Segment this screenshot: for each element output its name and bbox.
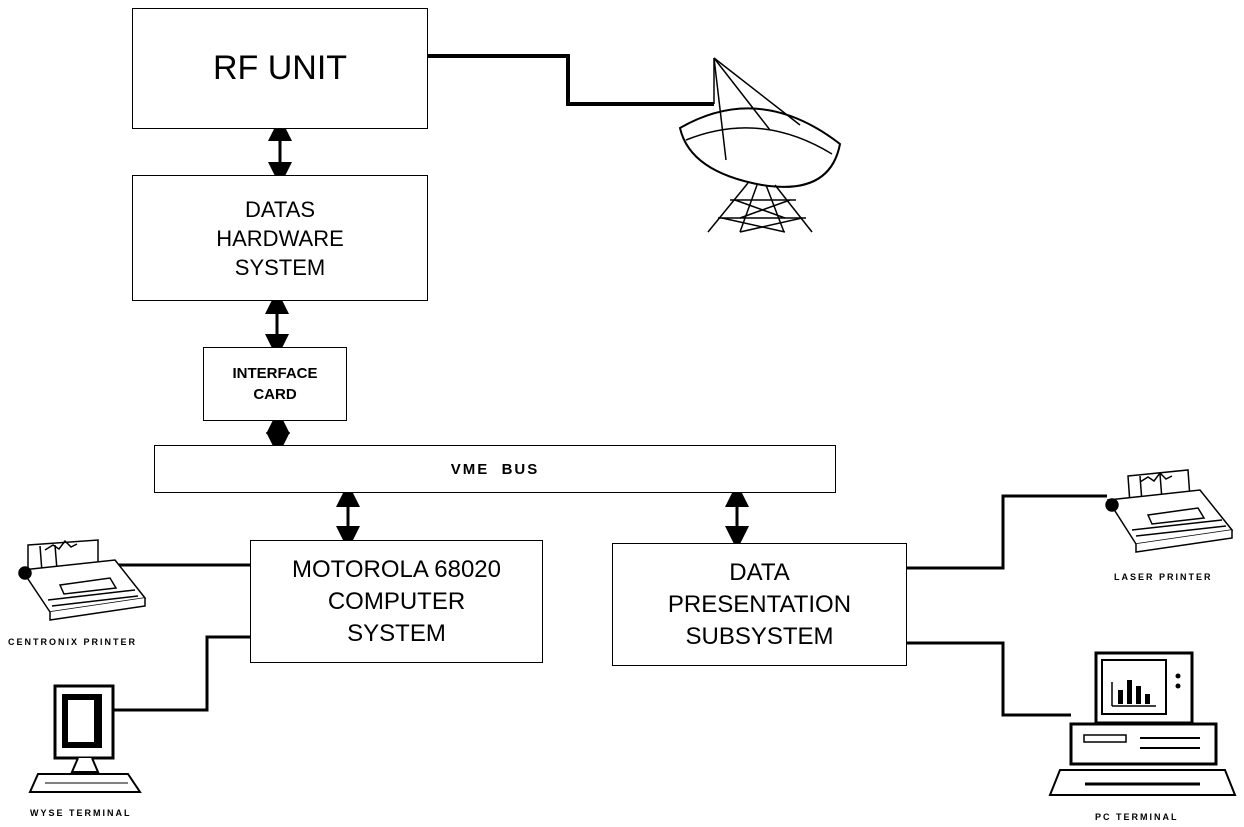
wyse-terminal-label: WYSE TERMINAL xyxy=(30,808,132,818)
laser-printer-label: LASER PRINTER xyxy=(1114,572,1213,582)
satellite-dish-icon xyxy=(680,58,840,232)
motorola-line-1: MOTOROLA 68020 xyxy=(292,554,501,586)
laser-cable xyxy=(907,496,1107,568)
interface-card-block: INTERFACE CARD xyxy=(203,347,347,421)
terminal-icon xyxy=(30,686,140,792)
wyse-cable xyxy=(113,637,250,710)
data-presentation-block: DATA PRESENTATION SUBSYSTEM xyxy=(612,543,907,666)
printer-icon xyxy=(1106,470,1232,552)
motorola-computer-block: MOTOROLA 68020 COMPUTER SYSTEM xyxy=(250,540,543,663)
vme-bus-block: VME BUS xyxy=(154,445,836,493)
datas-hardware-block: DATAS HARDWARE SYSTEM xyxy=(132,175,428,301)
motorola-line-2: COMPUTER xyxy=(328,586,465,618)
rf-unit-block: RF UNIT xyxy=(132,8,428,129)
pc-terminal-label: PC TERMINAL xyxy=(1095,812,1179,822)
data-presentation-line-1: DATA xyxy=(729,557,789,589)
interface-card-line-2: CARD xyxy=(253,384,296,405)
motorola-line-3: SYSTEM xyxy=(347,618,446,650)
printer-icon xyxy=(19,540,145,620)
pc-cable xyxy=(907,643,1071,715)
pc-icon xyxy=(1050,653,1235,795)
rf-unit-label: RF UNIT xyxy=(213,49,347,88)
datas-hardware-line-3: SYSTEM xyxy=(235,253,325,282)
data-presentation-line-3: SUBSYSTEM xyxy=(685,621,833,653)
data-presentation-line-2: PRESENTATION xyxy=(668,589,851,621)
interface-card-line-1: INTERFACE xyxy=(232,363,317,384)
centronix-printer-label: CENTRONIX PRINTER xyxy=(8,637,137,647)
datas-hardware-line-2: HARDWARE xyxy=(216,224,344,253)
vme-bus-label: VME BUS xyxy=(451,461,540,478)
datas-hardware-line-1: DATAS xyxy=(245,195,315,224)
